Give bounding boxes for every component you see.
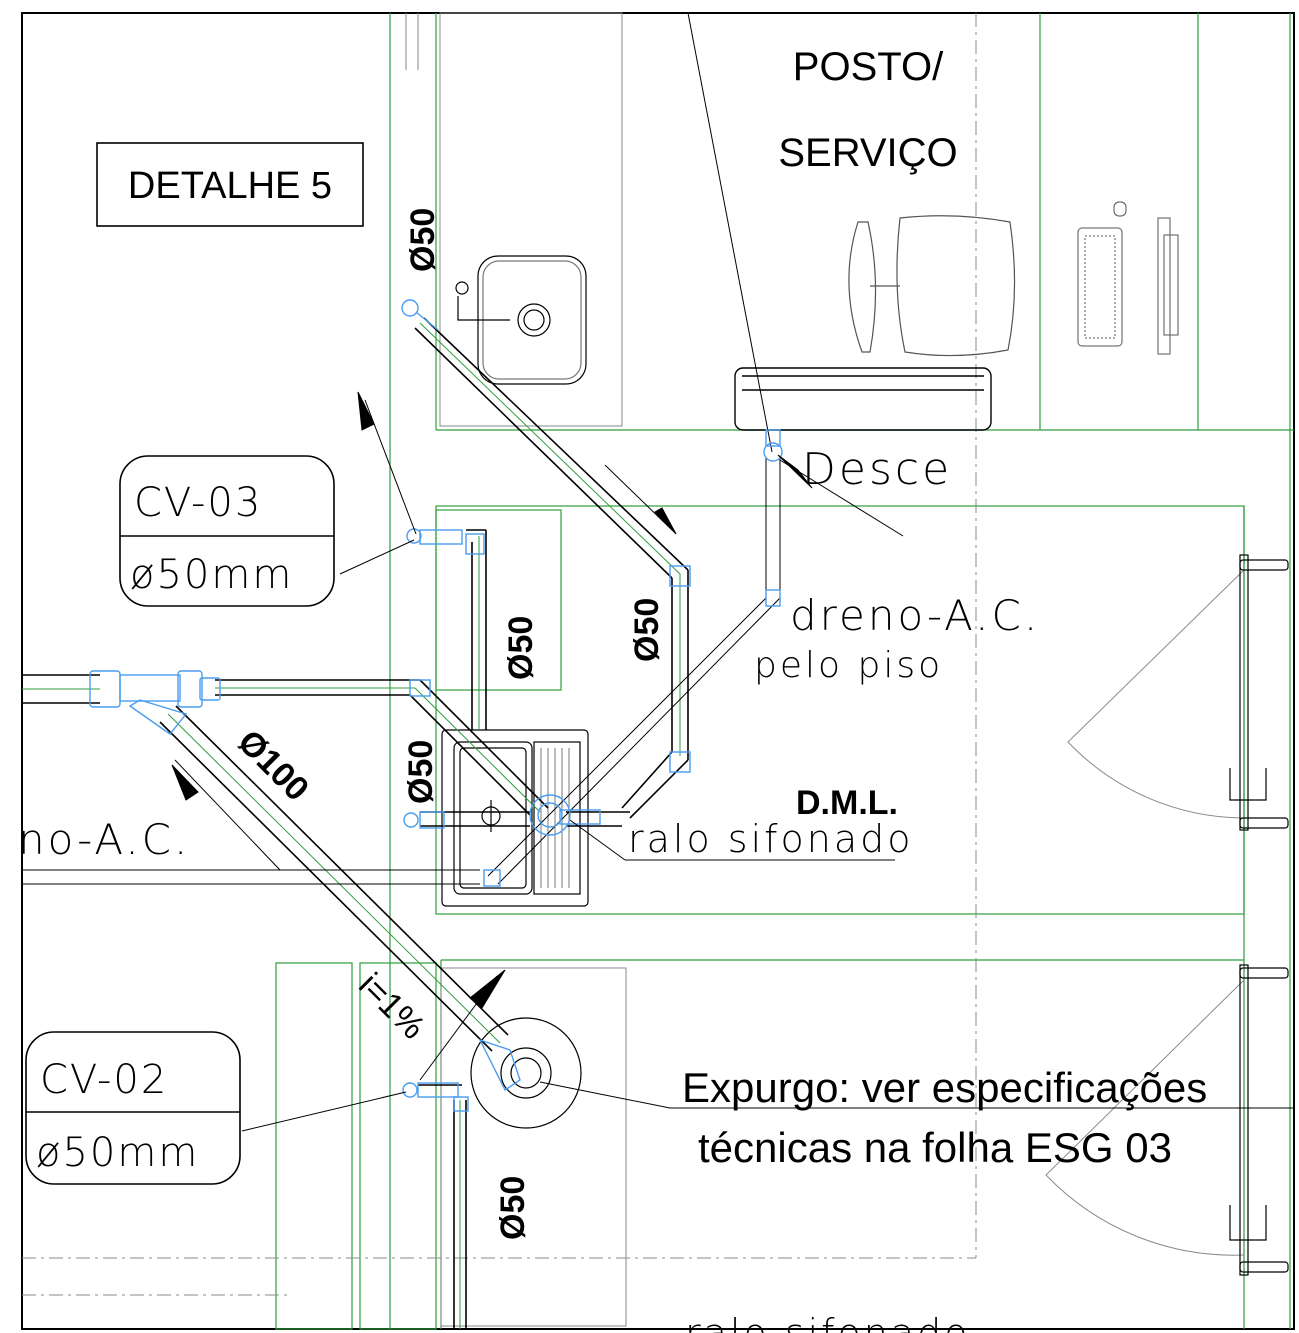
expurgo-fixture bbox=[470, 1017, 582, 1129]
lavatory-fixture bbox=[455, 255, 587, 385]
diameter-d50-left: Ø50 bbox=[402, 740, 440, 804]
room-dml-label: D.M.L. bbox=[796, 784, 898, 822]
diameter-d50-diag: Ø50 bbox=[628, 598, 666, 662]
desk-fixture bbox=[734, 367, 992, 431]
dml-sink-fixture bbox=[441, 729, 589, 907]
drain-floor-label: pelo piso bbox=[754, 645, 943, 686]
tag-cv-03: CV-03 ø50mm bbox=[119, 455, 335, 607]
door-swings bbox=[1045, 569, 1245, 1256]
detail-label-box bbox=[96, 142, 364, 227]
room-service-line2: SERVIÇO bbox=[778, 131, 957, 175]
ralo-label: ralo sifonado bbox=[628, 817, 914, 861]
ralo-cut-label: ralo sifonado bbox=[685, 1311, 971, 1333]
slope-label: i=1% bbox=[351, 966, 432, 1047]
keyboard-fixture bbox=[1077, 201, 1179, 355]
tag-cv-02: CV-02 ø50mm bbox=[25, 1031, 241, 1185]
drain-ac-label: dreno-A.C. bbox=[790, 591, 1040, 640]
drawing-frame bbox=[21, 12, 1295, 1330]
pipe-network bbox=[22, 12, 904, 1329]
hidden-lines bbox=[22, 12, 977, 1327]
diameter-d50-top: Ø50 bbox=[404, 208, 442, 272]
room-service-line1: POSTO/ bbox=[793, 45, 944, 89]
diameter-d50-mid: Ø50 bbox=[502, 616, 540, 680]
detail-label: DETALHE 5 bbox=[128, 165, 332, 207]
expurgo-line1: Expurgo: ver especificações bbox=[682, 1064, 1207, 1111]
chair-fixture bbox=[848, 215, 1016, 357]
diameter-d100: Ø100 bbox=[230, 723, 316, 809]
desce-label: Desce bbox=[802, 444, 952, 495]
tag-cv-02-diameter: ø50mm bbox=[36, 1130, 199, 1176]
diameter-d50-bottom: Ø50 bbox=[494, 1176, 532, 1240]
flow-arrows bbox=[171, 391, 1294, 1132]
expurgo-line2: técnicas na folha ESG 03 bbox=[698, 1124, 1172, 1171]
door-frames bbox=[1229, 554, 1289, 1276]
tag-cv-02-code: CV-02 bbox=[40, 1057, 168, 1103]
tag-cv-03-diameter: ø50mm bbox=[130, 552, 293, 598]
drain-ac-cut-label: no-A.C. bbox=[18, 815, 190, 864]
pipe-fittings bbox=[89, 299, 783, 1112]
tag-cv-03-code: CV-03 bbox=[134, 480, 262, 526]
